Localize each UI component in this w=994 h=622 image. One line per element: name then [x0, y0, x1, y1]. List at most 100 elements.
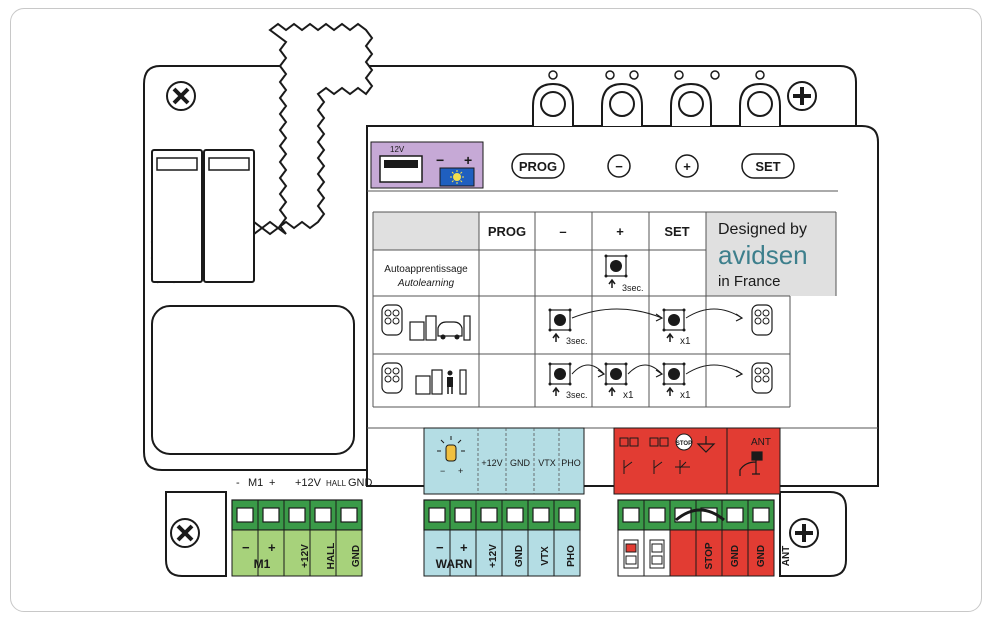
col-set: SET	[664, 224, 689, 239]
set-label: SET	[755, 159, 780, 174]
prog-label: PROG	[519, 159, 557, 174]
gate-pedestrian-icon	[415, 369, 467, 395]
ground-icon	[696, 436, 716, 453]
gate-car-icon	[409, 315, 471, 341]
ah-12v: +12V	[481, 458, 502, 468]
mtl-gnd: GND	[351, 545, 362, 567]
ah-pho: PHO	[561, 458, 581, 468]
col-minus: –	[559, 224, 566, 239]
terminal-screw	[506, 507, 524, 523]
terminal-blocks	[231, 499, 775, 577]
col-plus: +	[616, 224, 624, 239]
atl-plus: +	[460, 540, 468, 555]
mtl-hall: HALL	[326, 543, 337, 570]
terminal-screw	[454, 507, 472, 523]
svg-text:−: −	[440, 466, 445, 476]
accessory-header: − + +12V GND VTX PHO	[423, 427, 585, 495]
edge-switch-icon	[649, 539, 665, 569]
mtl-minus: −	[242, 540, 250, 555]
terminal-screw	[314, 507, 332, 523]
remote-icon	[751, 304, 773, 336]
mtl-plus: +	[268, 540, 276, 555]
accessory-terminal-block	[423, 499, 581, 531]
battery-solar-icon: 12V − +	[370, 141, 484, 189]
pushbutton-icon	[662, 362, 686, 396]
autolearning-en: Autolearning	[397, 278, 455, 289]
terminal-screw	[622, 507, 640, 523]
ah-gnd: GND	[510, 458, 531, 468]
led-4	[674, 70, 684, 80]
atl-pho: PHO	[566, 545, 577, 567]
press-3sec-auto: 3sec.	[622, 283, 644, 293]
motor-terminal-labels: − + M1 +12V HALL GND	[242, 540, 362, 571]
press-3sec-row2: 3sec.	[566, 336, 588, 346]
terminal-screw	[262, 507, 280, 523]
atl-warn: WARN	[436, 557, 473, 571]
minus-button[interactable]: −	[607, 154, 631, 178]
stl-gnd1: GND	[730, 545, 741, 567]
board-push-button-4	[739, 82, 781, 126]
motor-terminal-block	[231, 499, 363, 531]
mtl-m1: M1	[254, 557, 271, 571]
mt-plus: +	[269, 477, 275, 489]
led-2	[605, 70, 615, 80]
stop-symbol-label: STOP	[676, 441, 692, 447]
plus-button[interactable]: +	[675, 154, 699, 178]
edge-switch-icon	[623, 539, 639, 569]
terminal-screw	[340, 507, 358, 523]
stl-stop: STOP	[704, 542, 715, 569]
terminal-screw	[236, 507, 254, 523]
safety-terminal-labels: STOP GND GND ANT	[704, 542, 792, 569]
brand-name: avidsen	[718, 240, 808, 270]
made-in: in France	[718, 273, 781, 290]
pushbutton-icon	[548, 362, 572, 396]
battery-voltage-label: 12V	[390, 145, 405, 154]
solar-plus-label: +	[464, 152, 472, 168]
set-button[interactable]: SET	[741, 153, 795, 179]
terminal-screw	[428, 507, 446, 523]
mt-12v: +12V	[295, 477, 322, 489]
terminal-screw	[752, 507, 770, 523]
terminal-screw	[648, 507, 666, 523]
motor-header-labels: - M1 + +12V HALL GND	[236, 477, 373, 489]
mtl-12v: +12V	[300, 544, 311, 568]
terminal-screw	[558, 507, 576, 523]
safety-terminal-block	[617, 499, 775, 531]
terminal-screw	[288, 507, 306, 523]
led-5	[710, 70, 720, 80]
pushbutton-icon	[604, 254, 628, 288]
col-prog: PROG	[488, 224, 526, 239]
remote-icon	[751, 362, 773, 394]
remote-icon	[381, 362, 403, 394]
atl-gnd: GND	[514, 545, 525, 567]
solar-minus-label: −	[436, 152, 444, 168]
top-push-buttons	[532, 70, 781, 126]
atl-12v: +12V	[488, 544, 499, 568]
arrow-icon	[627, 364, 663, 375]
jumper-bridge-icon	[675, 508, 725, 522]
board-push-button-1	[532, 82, 574, 126]
mt-gnd: GND	[348, 477, 373, 489]
autolearning-fr: Autoapprentissage	[384, 264, 468, 275]
terminal-screw	[480, 507, 498, 523]
led-1	[548, 70, 558, 80]
diagram-frame	[10, 8, 982, 612]
brand-block: Designed by avidsen in France	[718, 221, 808, 290]
arrow-icon	[571, 308, 663, 319]
press-x1-row2: x1	[680, 336, 691, 347]
minus-label: −	[615, 159, 623, 174]
screw-bottom-left-icon	[170, 518, 200, 548]
press-x1-row3b: x1	[680, 390, 691, 401]
svg-text:+: +	[458, 466, 463, 476]
antenna-icon	[739, 451, 763, 476]
led-6	[755, 70, 765, 80]
accessory-terminal-labels: − + WARN +12V GND VTX PHO	[436, 540, 577, 571]
prog-button[interactable]: PROG	[511, 153, 565, 179]
plus-label: +	[683, 159, 691, 174]
press-3sec-row3: 3sec.	[566, 390, 588, 400]
screw-top-right-icon	[787, 81, 817, 111]
table-icons	[381, 254, 773, 396]
relay-right	[203, 149, 255, 283]
stop-icon: STOP	[675, 433, 693, 451]
